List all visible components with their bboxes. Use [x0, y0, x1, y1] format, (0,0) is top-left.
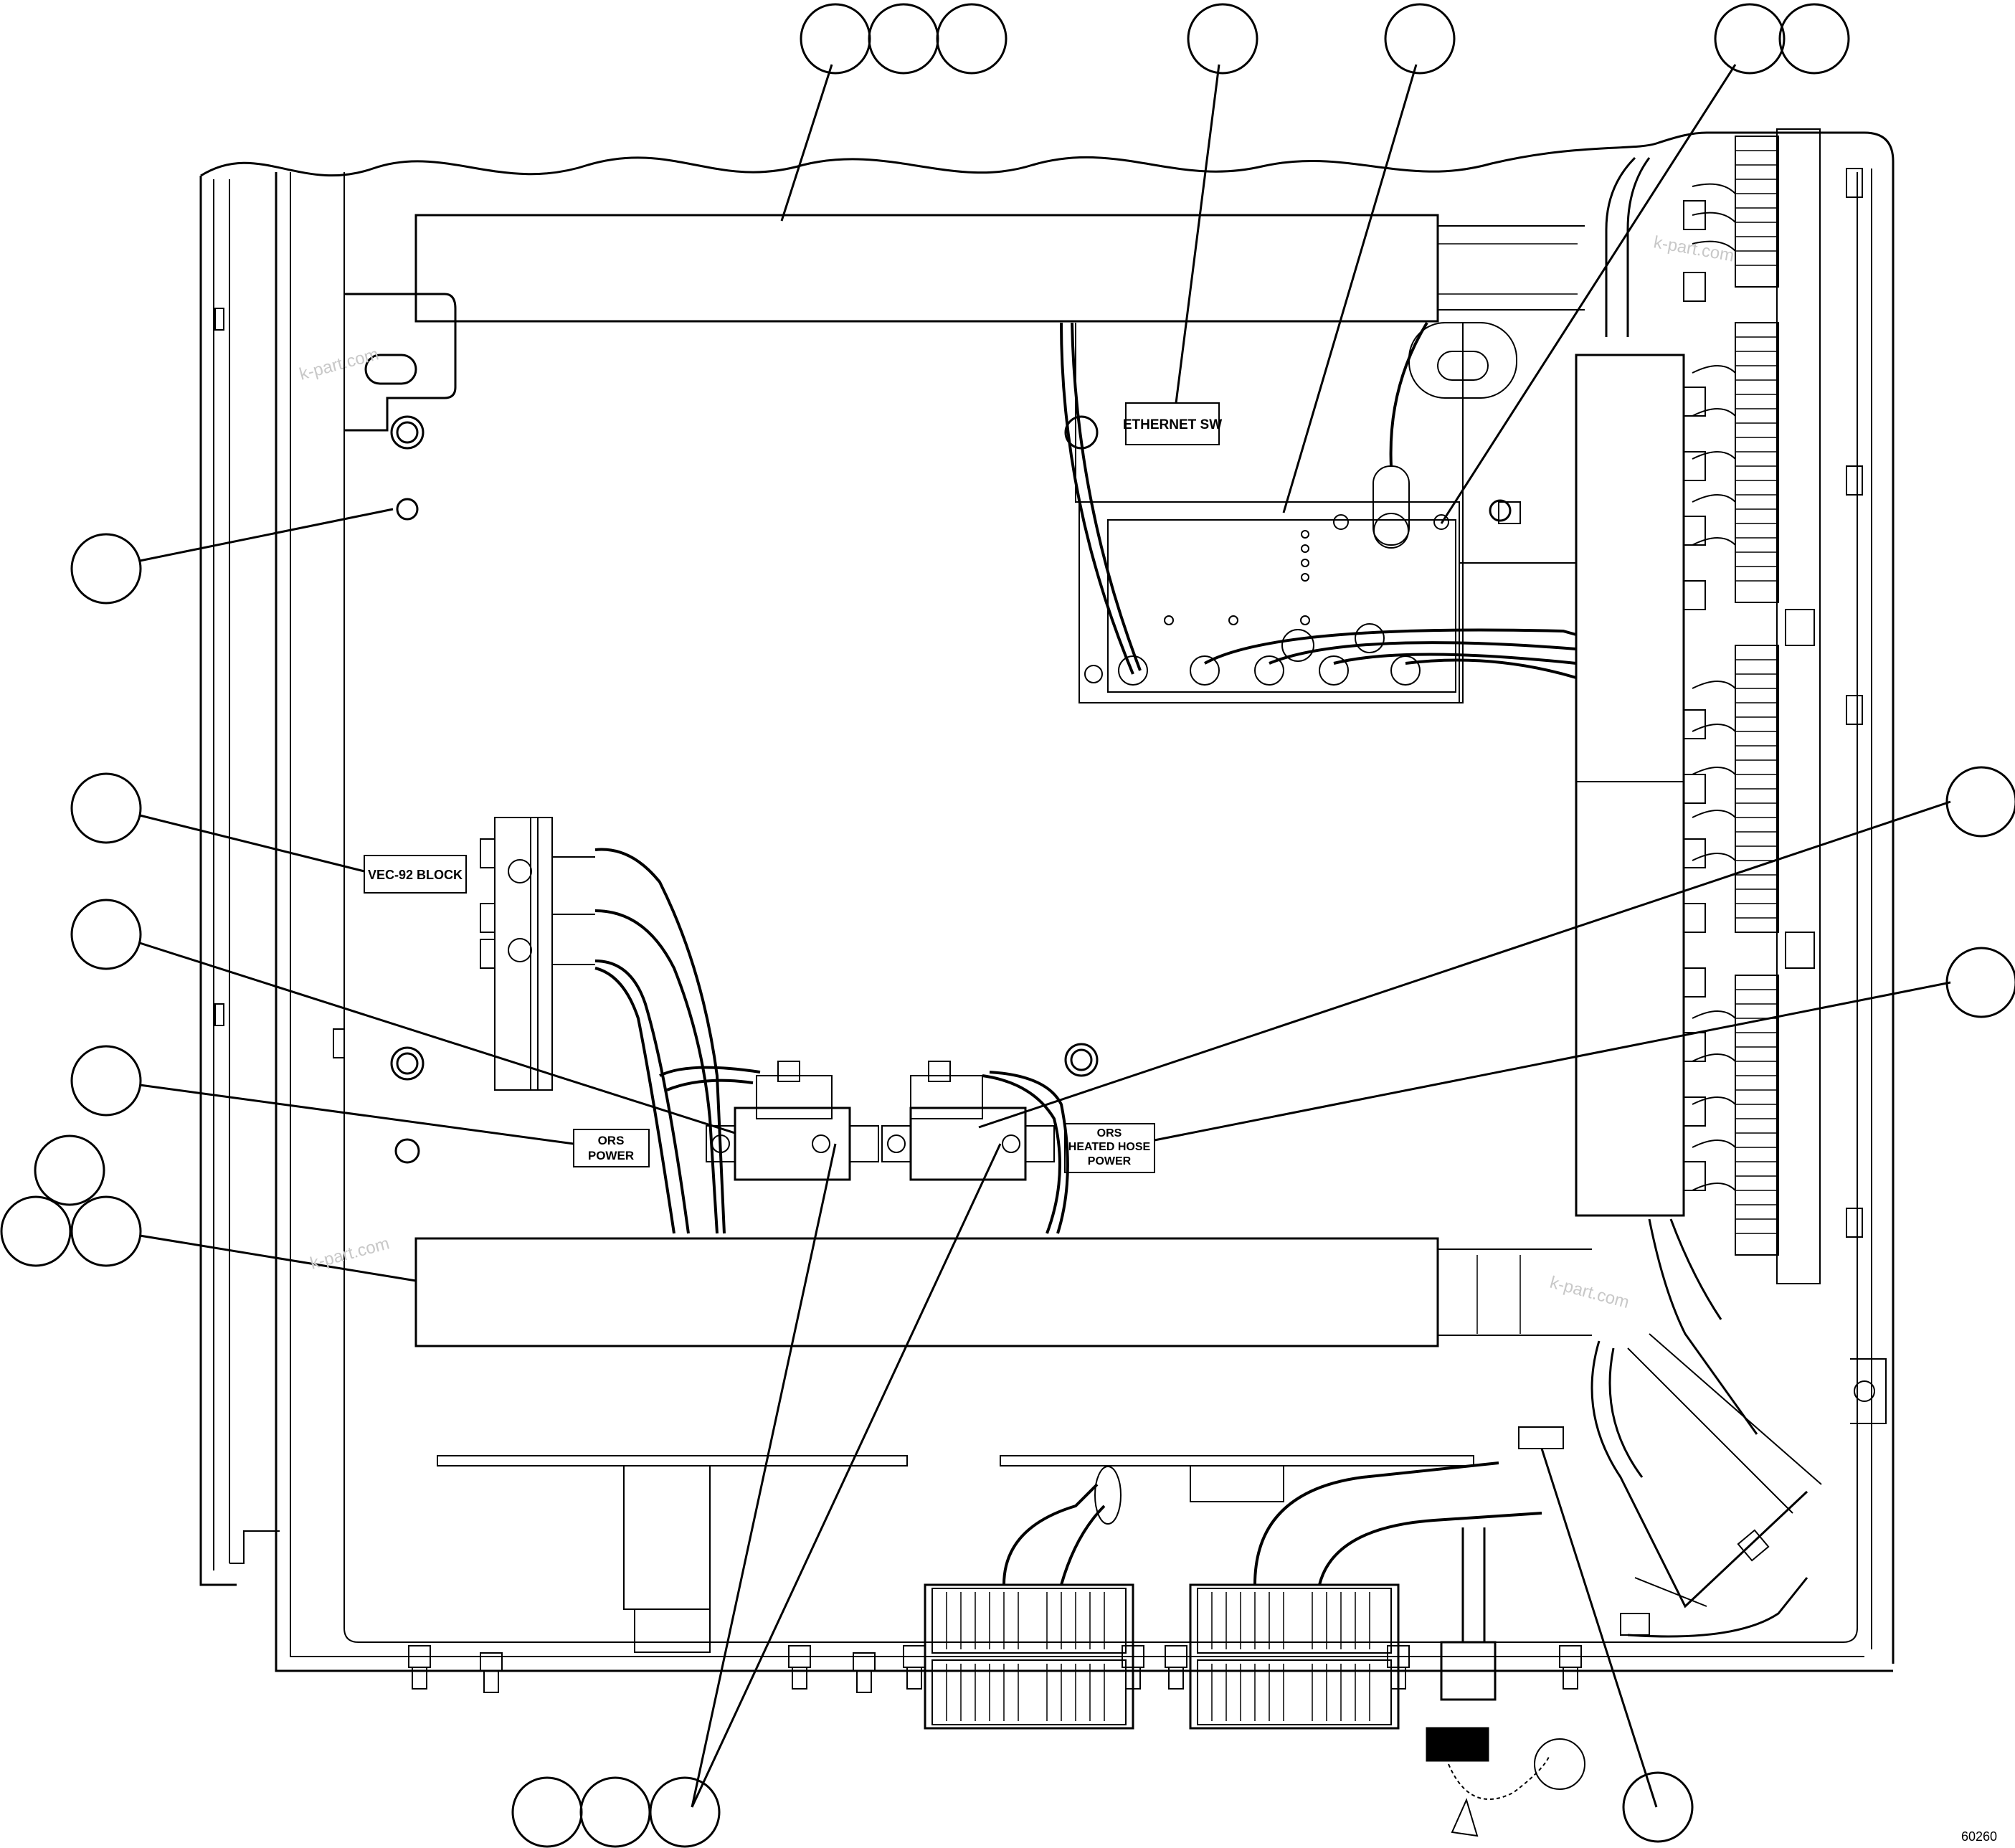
ors-hose-label-line2: HEATED HOSE — [1068, 1141, 1151, 1153]
ors-hose-terminal — [881, 1061, 1069, 1234]
ethernet-sw-label: ETHERNET SW — [1123, 417, 1222, 432]
callout-bottom-c — [649, 1776, 721, 1848]
callout-bottom-a — [511, 1776, 583, 1848]
ors-power-label-box — [573, 1129, 650, 1167]
callouts — [0, 3, 2015, 1848]
callout-top-mid — [1384, 3, 1456, 75]
mounting-holes — [390, 415, 1512, 1164]
terminal-strips — [1605, 128, 1821, 1435]
ethernet-sw-label-box — [1125, 402, 1220, 445]
callout-top-left-b — [868, 3, 939, 75]
label-boxes — [364, 402, 1220, 1173]
vec92-block — [480, 817, 726, 1234]
vec92-block-label: VEC-92 BLOCK — [368, 868, 463, 882]
ors-power-label-line2: POWER — [588, 1149, 634, 1162]
wire-duct-top — [414, 214, 1585, 323]
callout-left-mid — [70, 899, 142, 970]
callout-bottom-right — [1622, 1771, 1694, 1843]
callout-top-left-a — [800, 3, 871, 75]
wire-duct-bottom — [414, 1237, 1592, 1347]
callout-bottom-b — [579, 1776, 651, 1848]
callout-right-upper — [1945, 766, 2015, 838]
callout-left-vec — [70, 772, 142, 844]
callout-right-lower — [1945, 947, 2015, 1018]
ors-hose-label-box — [1064, 1123, 1155, 1173]
callout-top-left-c — [936, 3, 1008, 75]
callout-left-upper — [70, 533, 142, 605]
ethernet-switch — [1060, 321, 1577, 703]
enclosure — [199, 131, 1895, 1672]
ors-hose-label-line3: POWER — [1088, 1155, 1132, 1167]
callout-left-cluster-top — [34, 1134, 105, 1206]
wire-duct-right — [1575, 354, 1685, 1217]
label-text: ETHERNET SW VEC-92 BLOCK ORS POWER ORS H… — [368, 417, 1222, 1167]
watermark-4: k-part.com — [1547, 1273, 1631, 1312]
callout-left-ors — [70, 1045, 142, 1117]
leader-lines — [139, 64, 1951, 1808]
callout-top-right-b — [1778, 3, 1850, 75]
ors-power-terminal — [659, 1061, 879, 1181]
callout-top-ethernet — [1187, 3, 1258, 75]
watermark-3: k-part.com — [308, 1233, 392, 1273]
bottom-assembly — [408, 1333, 1822, 1837]
callout-left-cluster-left — [0, 1195, 72, 1267]
callout-top-right-a — [1714, 3, 1786, 75]
vec92-label-box — [364, 855, 467, 894]
ors-hose-label-line1: ORS — [1097, 1127, 1122, 1139]
watermark-2: k-part.com — [1652, 232, 1735, 265]
figure-reference: 60260 — [1961, 1829, 1997, 1844]
callout-left-cluster-right — [70, 1195, 142, 1267]
ors-power-label-line1: ORS — [598, 1134, 625, 1147]
